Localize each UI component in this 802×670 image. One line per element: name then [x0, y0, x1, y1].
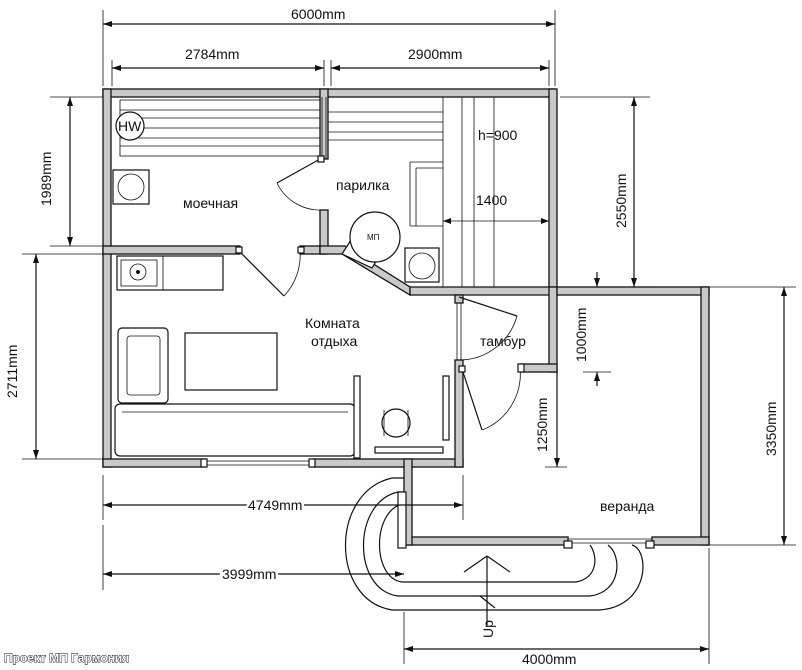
entrance-steps — [344, 477, 644, 611]
sink-basin — [120, 259, 158, 287]
shelf-vertical — [353, 375, 361, 459]
shelf-right — [442, 375, 450, 441]
sink-counter — [116, 255, 224, 291]
entry-label: Up — [480, 620, 496, 638]
dim-veranda-width: 4000mm — [522, 651, 576, 667]
entry-arrow: Up — [463, 555, 511, 638]
walls — [102, 88, 710, 546]
dim-vestibule-height: 1000mm — [573, 308, 589, 362]
dim-veranda-height: 3350mm — [763, 402, 779, 456]
room-labels: моечная парилка Комната отдыха тамбур ве… — [183, 177, 655, 514]
room-steam-label: парилка — [336, 177, 390, 193]
stove-label: МП — [367, 233, 380, 242]
water-heater-icon — [115, 111, 145, 141]
bench-height-label: h=900 — [478, 127, 518, 143]
sink-drain — [136, 270, 140, 274]
shower-drain-icon — [117, 173, 145, 201]
bench-bottom — [374, 446, 444, 454]
sink-icon — [129, 263, 147, 281]
doors — [235, 155, 525, 431]
windows — [200, 97, 655, 549]
stove-icon — [349, 211, 401, 263]
shower-tray — [112, 169, 150, 205]
room-rest-label-2: отдыха — [311, 333, 358, 349]
room-wash-label: моечная — [183, 195, 238, 211]
stove-area: МП — [341, 211, 440, 283]
dim-wash-height: 1989mm — [38, 152, 54, 206]
dim-bottom-width-left: 3999mm — [222, 566, 276, 582]
room-rest-label-1: Комната — [305, 315, 360, 331]
dim-rest-height: 2711mm — [4, 345, 20, 398]
water-tank-icon — [408, 252, 436, 280]
dimensions: 6000mm 2784mm 2900mm 1989mm 2711mm — [4, 6, 796, 667]
dim-steam-height: 2550mm — [613, 174, 629, 228]
project-credit: Проект МП Гармония — [4, 651, 129, 665]
room-veranda-label: веранда — [600, 498, 655, 514]
bench-length-label: 1400 — [476, 192, 507, 208]
armchair — [117, 327, 169, 404]
water-tank — [404, 247, 440, 283]
water-heater-label: HW — [118, 118, 142, 134]
dim-rest-width: 4749mm — [248, 497, 302, 513]
stool-icon — [381, 408, 411, 438]
rest-furniture — [114, 255, 450, 459]
dim-wash-width: 2784mm — [185, 46, 239, 62]
steam-benches: 1400 h=900 — [328, 97, 549, 287]
wash-benches: HW — [112, 99, 321, 205]
dim-steam-width: 2900mm — [408, 46, 462, 62]
table — [184, 332, 278, 391]
room-vestibule-label: тамбур — [480, 333, 526, 349]
dim-overall-width: 6000mm — [291, 6, 345, 22]
dim-door-offset: 1250mm — [534, 398, 550, 452]
